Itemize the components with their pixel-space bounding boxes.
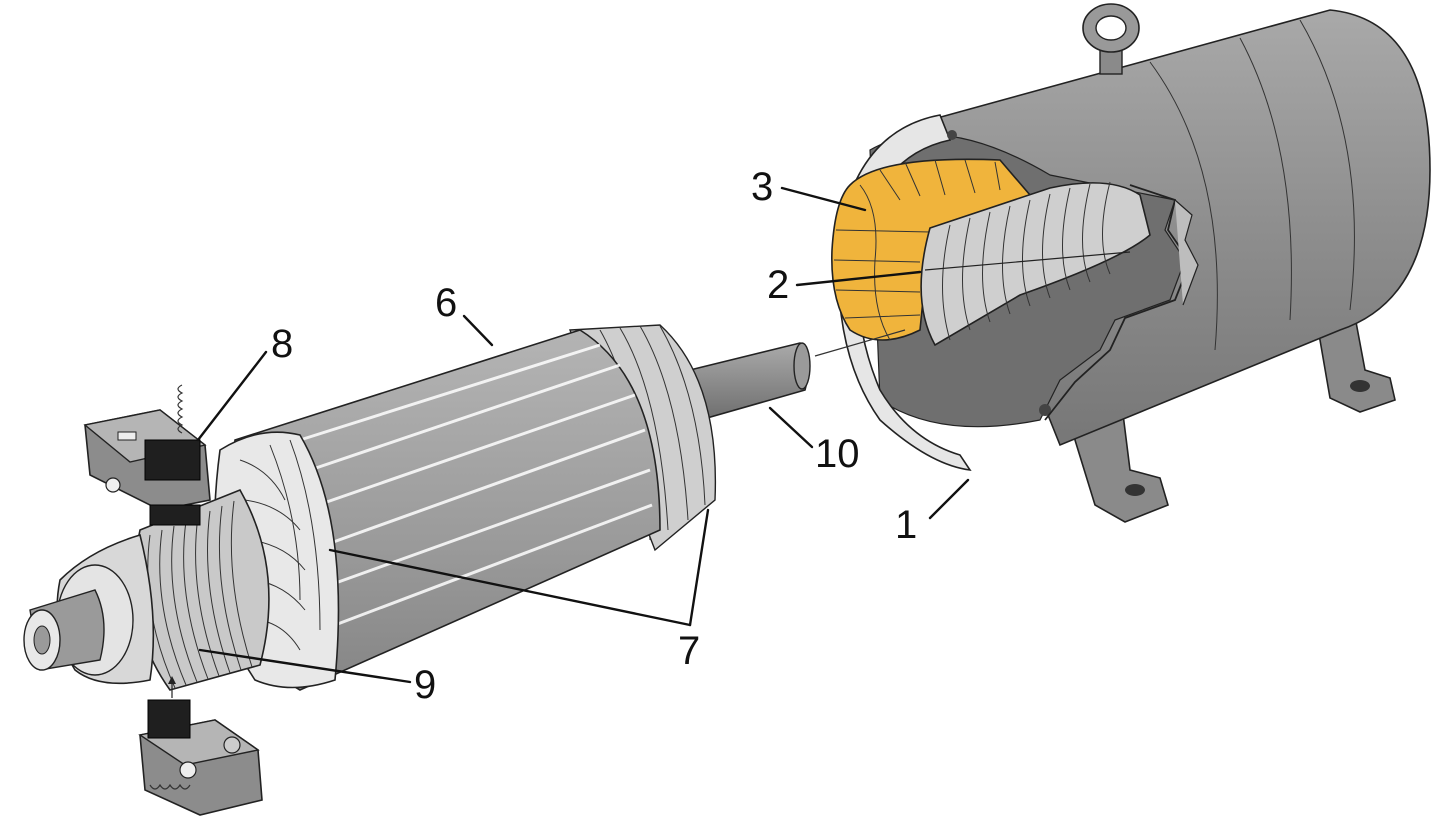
callout-10: 10 (815, 432, 860, 476)
callout-labels: 1 2 3 6 7 8 9 10 (271, 165, 917, 707)
brush-holder-top (83, 384, 211, 526)
leader-2 (795, 270, 922, 287)
callout-7: 7 (678, 629, 700, 673)
armature-rotor (23, 324, 906, 691)
leader-3 (780, 186, 867, 212)
shaft (689, 329, 906, 422)
stator-housing (831, 3, 1431, 523)
callout-6: 6 (435, 281, 457, 325)
leader-lines (196, 186, 970, 684)
callout-1: 1 (895, 503, 917, 547)
leader-6 (462, 314, 494, 347)
leader-1 (928, 478, 970, 520)
pole-core (920, 181, 1151, 347)
leader-8 (196, 350, 268, 442)
callout-3: 3 (751, 165, 773, 209)
leader-10 (768, 406, 814, 449)
brush-holder-bottom (138, 676, 263, 816)
callout-8: 8 (271, 322, 293, 366)
leader-7a (328, 548, 692, 627)
eye-bolt (1082, 3, 1140, 75)
callout-9: 9 (414, 663, 436, 707)
callout-2: 2 (767, 263, 789, 307)
leader-9 (198, 648, 412, 684)
commutator (133, 488, 270, 691)
leader-7b (688, 508, 710, 627)
field-coil (831, 158, 1032, 341)
